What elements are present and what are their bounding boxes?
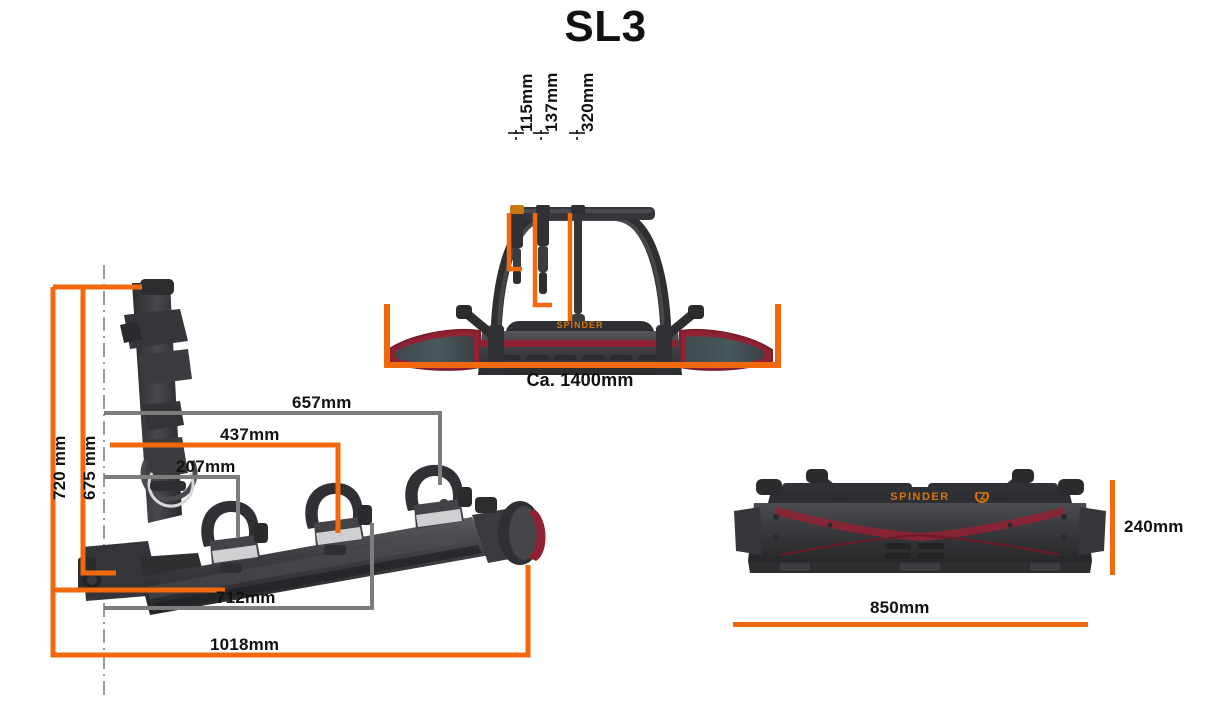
side-span-mid-label: 437mm	[220, 425, 280, 444]
top-view-illustration: SPINDER	[734, 469, 1106, 573]
side-length-total-label: 1018mm	[210, 635, 280, 654]
top-depth-rule	[1110, 480, 1115, 575]
rear-view-group: 115mm 137mm 320mm	[370, 60, 790, 390]
side-view-center-axis	[103, 265, 105, 695]
side-view-main-rail	[140, 497, 546, 615]
rear-holder-2	[536, 205, 550, 294]
side-view-illustration	[78, 279, 546, 615]
rear-overall-width-label: Ca. 1400mm	[526, 370, 634, 390]
svg-text:SPINDER: SPINDER	[890, 491, 949, 503]
side-view-wheel-holder-3	[405, 464, 472, 529]
side-view-group: 720 mm 675 mm 657mm 437mm 207mm 712mm 10…	[20, 265, 580, 695]
rear-width-bracket	[384, 304, 781, 368]
side-span-outer-label: 657mm	[292, 393, 352, 412]
top-width-label: 850mm	[870, 598, 930, 617]
rear-dim-leaders	[508, 130, 585, 140]
side-span-inner-label: 207mm	[176, 457, 236, 476]
top-depth-label: 240mm	[1124, 517, 1184, 536]
rear-holder-1	[510, 205, 524, 284]
side-view-span-dims	[104, 411, 442, 537]
side-view-wheel-holder-1	[201, 500, 268, 573]
rear-view-illustration: SPINDER	[387, 205, 773, 375]
side-view-length-dims	[50, 523, 531, 658]
top-view-group: SPINDER	[720, 455, 1200, 655]
svg-text:SPINDER: SPINDER	[556, 320, 603, 330]
side-length-inner-label: 712mm	[216, 588, 276, 607]
top-width-rule	[733, 622, 1088, 627]
page-title: SL3	[564, 2, 647, 51]
